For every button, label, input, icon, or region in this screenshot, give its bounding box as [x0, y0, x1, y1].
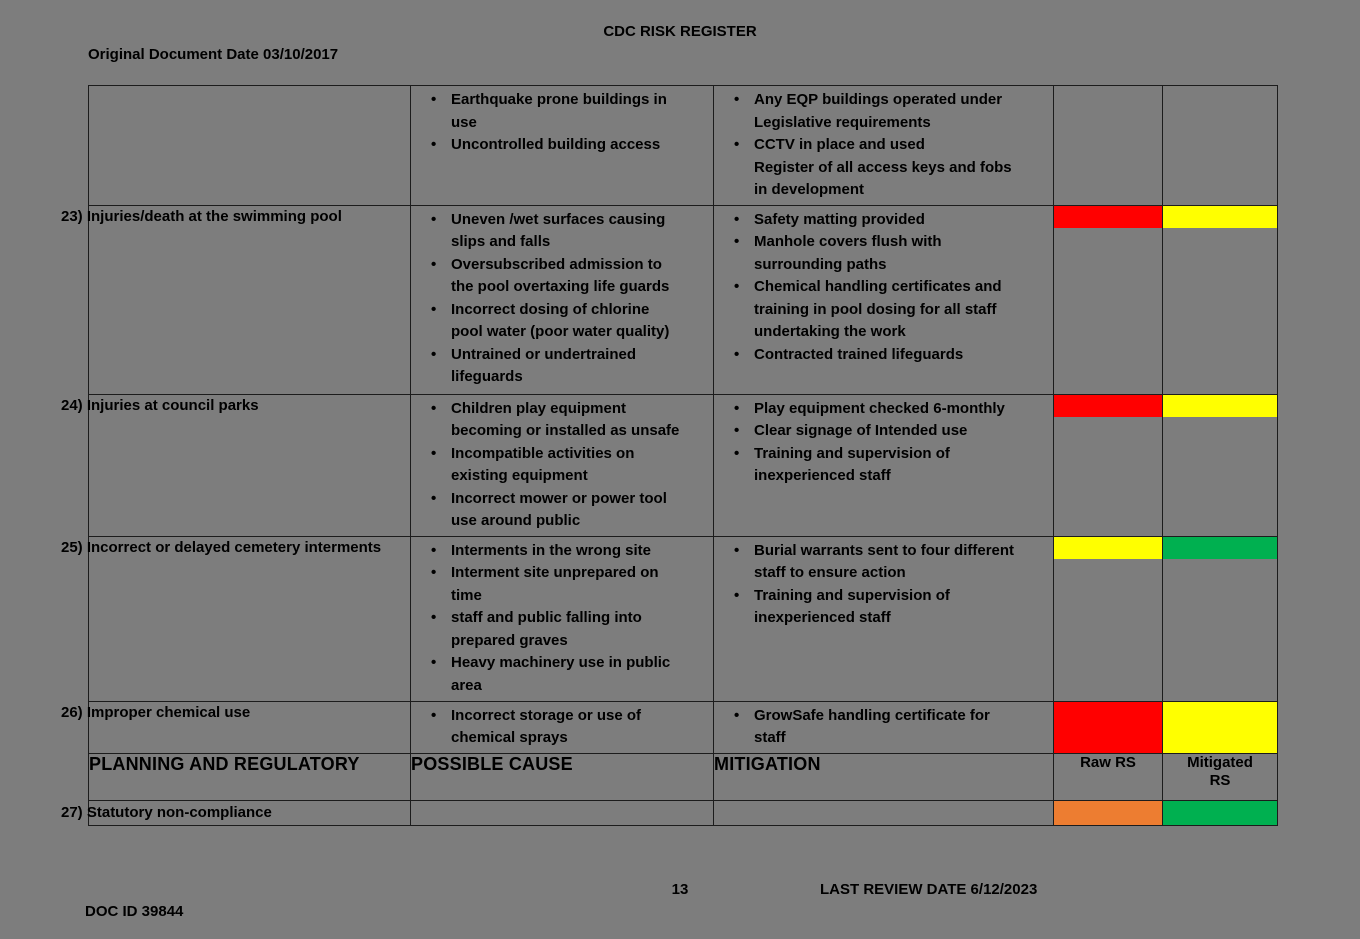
cause-list: Interments in the wrong site Interment s…	[411, 537, 713, 701]
cause-item: Incorrect dosing of chlorine pool water …	[431, 299, 681, 344]
mitigation-list: Any EQP buildings operated under Legisla…	[714, 86, 1053, 205]
mitigation-cell: GrowSafe handling certificate for staff	[713, 700, 1054, 754]
risk-title-cell: 26) Improper chemical use	[61, 700, 411, 754]
mitigated-score-bar	[1163, 394, 1277, 417]
mitigation-list: Safety matting provided Manhole covers f…	[714, 206, 1053, 370]
mitigation-cell: Any EQP buildings operated under Legisla…	[713, 85, 1054, 206]
risk-title-cell	[88, 85, 411, 206]
cause-item: Uncontrolled building access	[431, 134, 681, 157]
raw-score-cell	[1053, 85, 1163, 206]
column-header-possible-cause: POSSIBLE CAUSE	[410, 752, 714, 801]
cause-item: Heavy machinery use in public area	[431, 652, 681, 697]
section-header-planning-and-regulatory: PLANNING AND REGULATORY	[88, 752, 411, 801]
cause-item: Children play equipment becoming or inst…	[431, 398, 681, 443]
mitigation-list: Play equipment checked 6-monthly Clear s…	[714, 395, 1053, 491]
document-title: CDC RISK REGISTER	[603, 23, 757, 40]
cause-item: Uneven /wet surfaces causing slips and f…	[431, 209, 681, 254]
mitigation-item: Manhole covers flush with surrounding pa…	[734, 231, 1021, 276]
mitigation-cell	[713, 799, 1054, 826]
table-row-26: 26) Improper chemical use Incorrect stor…	[61, 700, 1278, 754]
risk-title-cell: 23) Injuries/death at the swimming pool	[61, 204, 411, 395]
cause-list: Children play equipment becoming or inst…	[411, 395, 713, 536]
cause-cell	[410, 799, 714, 826]
risk-register-table: Earthquake prone buildings in use Uncont…	[61, 85, 1278, 826]
raw-score-cell	[1053, 799, 1163, 826]
cause-item: Untrained or undertrained lifeguards	[431, 344, 681, 389]
cause-cell: Earthquake prone buildings in use Uncont…	[410, 85, 714, 206]
mitigation-item: CCTV in place and used	[734, 134, 1021, 157]
cause-item: staff and public falling into prepared g…	[431, 607, 681, 652]
raw-score-cell	[1053, 393, 1163, 537]
last-review-date: LAST REVIEW DATE 6/12/2023	[820, 881, 1038, 898]
mitigated-score-cell	[1162, 535, 1278, 702]
risk-title-cell: 27) Statutory non-compliance	[61, 799, 411, 826]
raw-score-bar	[1054, 205, 1162, 228]
mitigated-score-bar	[1163, 205, 1277, 228]
cause-cell: Incorrect storage or use of chemical spr…	[410, 700, 714, 754]
mitigation-cell: Play equipment checked 6-monthly Clear s…	[713, 393, 1054, 537]
cause-cell: Uneven /wet surfaces causing slips and f…	[410, 204, 714, 395]
cause-cell: Children play equipment becoming or inst…	[410, 393, 714, 537]
section-header-row: PLANNING AND REGULATORY POSSIBLE CAUSE M…	[88, 752, 1278, 801]
mitigation-list: GrowSafe handling certificate for staff	[714, 702, 1053, 753]
mitigation-item: Play equipment checked 6-monthly	[734, 398, 1021, 421]
mitigation-item: Register of all access keys and fobs in …	[754, 158, 1012, 199]
raw-score-cell	[1053, 204, 1163, 395]
mitigation-item: Contracted trained lifeguards	[734, 344, 1021, 367]
raw-score-bar	[1054, 536, 1162, 559]
cause-item: Earthquake prone buildings in use	[431, 89, 681, 134]
cause-item: Interments in the wrong site	[431, 540, 681, 563]
cause-cell: Interments in the wrong site Interment s…	[410, 535, 714, 702]
mitigated-score-cell	[1162, 700, 1278, 754]
cause-item: Oversubscribed admission to the pool ove…	[431, 254, 681, 299]
table-row-24: 24) Injuries at council parks Children p…	[61, 393, 1278, 537]
cause-list: Incorrect storage or use of chemical spr…	[411, 702, 713, 753]
mitigation-item: Burial warrants sent to four different s…	[734, 540, 1021, 585]
risk-title-cell: 24) Injuries at council parks	[61, 393, 411, 537]
column-header-raw-rs: Raw RS	[1053, 752, 1163, 801]
raw-score-bar	[1054, 800, 1162, 825]
cause-list: Uneven /wet surfaces causing slips and f…	[411, 206, 713, 392]
mitigated-score-cell	[1162, 393, 1278, 537]
risk-title-cell: 25) Incorrect or delayed cemetery interm…	[61, 535, 411, 702]
mitigation-cell: Safety matting provided Manhole covers f…	[713, 204, 1054, 395]
mitigation-item: Safety matting provided	[734, 209, 1021, 232]
mitigated-score-bar	[1163, 701, 1277, 753]
mitigated-score-bar	[1163, 536, 1277, 559]
cause-item: Interment site unprepared on time	[431, 562, 681, 607]
cause-list: Earthquake prone buildings in use Uncont…	[411, 86, 713, 160]
column-header-mitigation: MITIGATION	[713, 752, 1054, 801]
mitigation-cell: Burial warrants sent to four different s…	[713, 535, 1054, 702]
mitigation-item: Chemical handling certificates and train…	[734, 276, 1021, 344]
raw-score-cell	[1053, 535, 1163, 702]
mitigation-item: Training and supervision of inexperience…	[734, 585, 1021, 630]
mitigated-score-cell	[1162, 799, 1278, 826]
raw-score-bar	[1054, 394, 1162, 417]
mitigated-score-bar	[1163, 800, 1277, 825]
raw-score-bar	[1054, 701, 1162, 753]
table-row-27: 27) Statutory non-compliance	[61, 799, 1278, 826]
cause-item: Incorrect storage or use of chemical spr…	[431, 705, 681, 750]
mitigated-score-cell	[1162, 204, 1278, 395]
mitigated-score-cell	[1162, 85, 1278, 206]
mitigation-item: Training and supervision of inexperience…	[734, 443, 1021, 488]
table-row-23: 23) Injuries/death at the swimming pool …	[61, 204, 1278, 395]
cause-item: Incorrect mower or power tool use around…	[431, 488, 681, 533]
cause-item: Incompatible activities on existing equi…	[431, 443, 681, 488]
mitigation-item: Clear signage of Intended use	[734, 420, 1021, 443]
table-row-continuation: Earthquake prone buildings in use Uncont…	[88, 85, 1278, 206]
original-document-date: Original Document Date 03/10/2017	[88, 46, 339, 63]
column-header-mitigated-rs: Mitigated RS	[1162, 752, 1278, 801]
doc-id: DOC ID 39844	[85, 903, 184, 920]
table-row-25: 25) Incorrect or delayed cemetery interm…	[61, 535, 1278, 702]
mitigation-list: Burial warrants sent to four different s…	[714, 537, 1053, 633]
mitigation-item: GrowSafe handling certificate for staff	[734, 705, 1021, 750]
raw-score-cell	[1053, 700, 1163, 754]
mitigation-item: Any EQP buildings operated under Legisla…	[734, 89, 1021, 134]
page-number: 13	[671, 881, 689, 898]
